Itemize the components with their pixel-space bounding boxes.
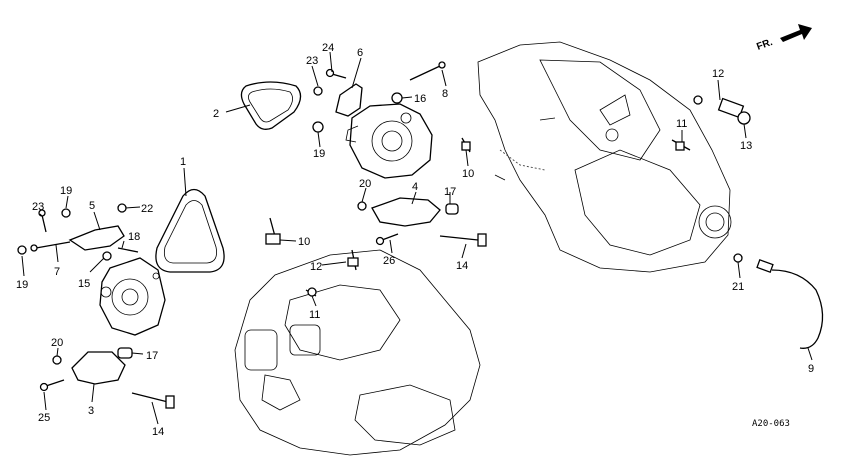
- callout-10-lower: 10: [298, 236, 310, 248]
- nut-20-top: [357, 201, 367, 211]
- sensor-11-upper: [671, 139, 691, 151]
- nut-19-top: [312, 121, 324, 133]
- callout-16: 16: [414, 93, 426, 105]
- callout-19-lower: 19: [16, 279, 28, 291]
- bolt-23-left: [38, 209, 47, 233]
- speedometer-cable-9: [756, 259, 824, 349]
- callout-11-upper: 11: [676, 118, 687, 130]
- callout-14-lower: 14: [152, 426, 164, 438]
- switch-12-upper: [693, 95, 745, 119]
- callout-7: 7: [54, 266, 60, 278]
- stud-18: [117, 247, 139, 253]
- callout-18: 18: [128, 231, 140, 243]
- callout-12-lower: 12: [310, 261, 322, 273]
- alternator-left: [99, 257, 166, 336]
- callout-8: 8: [442, 88, 448, 100]
- long-bolt-upper: [439, 233, 487, 247]
- callout-labels: 1 2 3 4 5 6 7 8 9 10 10 11 11 12 12 13 1…: [16, 42, 814, 438]
- callout-19-left: 19: [60, 185, 72, 197]
- nut-19-lower: [17, 245, 27, 255]
- bracket-upper: [335, 83, 363, 117]
- callout-1: 1: [180, 156, 186, 168]
- callout-4: 4: [412, 181, 418, 193]
- switch-12-lower: [347, 249, 359, 271]
- leader-lines: [21, 51, 813, 425]
- callout-6: 6: [357, 47, 363, 59]
- callout-17-lower: 17: [146, 350, 158, 362]
- drive-belt-small: [240, 81, 302, 130]
- callout-17-upper: 17: [444, 186, 456, 198]
- front-direction-arrow: FR.: [755, 24, 812, 53]
- bolt-24: [325, 68, 347, 79]
- switch-10-lower: [265, 217, 281, 245]
- collar-17-top: [445, 203, 459, 215]
- bolt-25: [39, 379, 65, 392]
- callout-19-upper: 19: [313, 148, 325, 160]
- callout-20-lower: 20: [51, 337, 63, 349]
- collar-17-lower: [117, 347, 133, 359]
- washer-16: [391, 92, 403, 104]
- bolt-7: [30, 241, 71, 252]
- callout-9: 9: [808, 363, 814, 375]
- nut-21: [733, 253, 743, 263]
- sender-13: [737, 111, 751, 125]
- callout-20-upper: 20: [359, 178, 371, 190]
- nut-19-left: [61, 208, 71, 218]
- bolt-26: [375, 233, 399, 246]
- engine-block-rear: [477, 41, 732, 273]
- nut-20-lower: [52, 355, 62, 365]
- bolt-22: [117, 203, 127, 213]
- callout-12-upper: 12: [712, 68, 724, 80]
- long-bolt-lower: [131, 392, 175, 409]
- callout-22: 22: [141, 203, 153, 215]
- callout-23-left: 23: [32, 201, 44, 213]
- drawing-reference-code: A20-063: [752, 419, 790, 429]
- bracket-mid: [371, 197, 441, 227]
- callout-11-lower: 11: [309, 309, 320, 321]
- callout-14-upper: 14: [456, 260, 468, 272]
- front-direction-label: FR.: [755, 37, 774, 53]
- transmission-housing: [234, 249, 481, 456]
- switch-10-upper: [461, 137, 471, 153]
- nut-23-top: [313, 86, 323, 96]
- callout-10-upper: 10: [462, 168, 474, 180]
- front-arrow-icon: [780, 24, 812, 42]
- callout-2: 2: [213, 108, 219, 120]
- callout-23-top: 23: [306, 55, 318, 67]
- drive-belt-large: [155, 188, 225, 273]
- callout-26: 26: [383, 255, 395, 267]
- bolt-8: [409, 61, 446, 81]
- callout-3: 3: [88, 405, 94, 417]
- callout-21: 21: [732, 281, 744, 293]
- callout-5: 5: [89, 200, 95, 212]
- callout-13: 13: [740, 140, 752, 152]
- washer-15: [102, 251, 112, 261]
- callout-25: 25: [38, 412, 50, 424]
- bracket-left: [68, 225, 125, 251]
- callout-24: 24: [322, 42, 334, 54]
- bracket-lower: [71, 351, 126, 385]
- compressor-upper: [345, 103, 433, 179]
- callout-15: 15: [78, 278, 90, 290]
